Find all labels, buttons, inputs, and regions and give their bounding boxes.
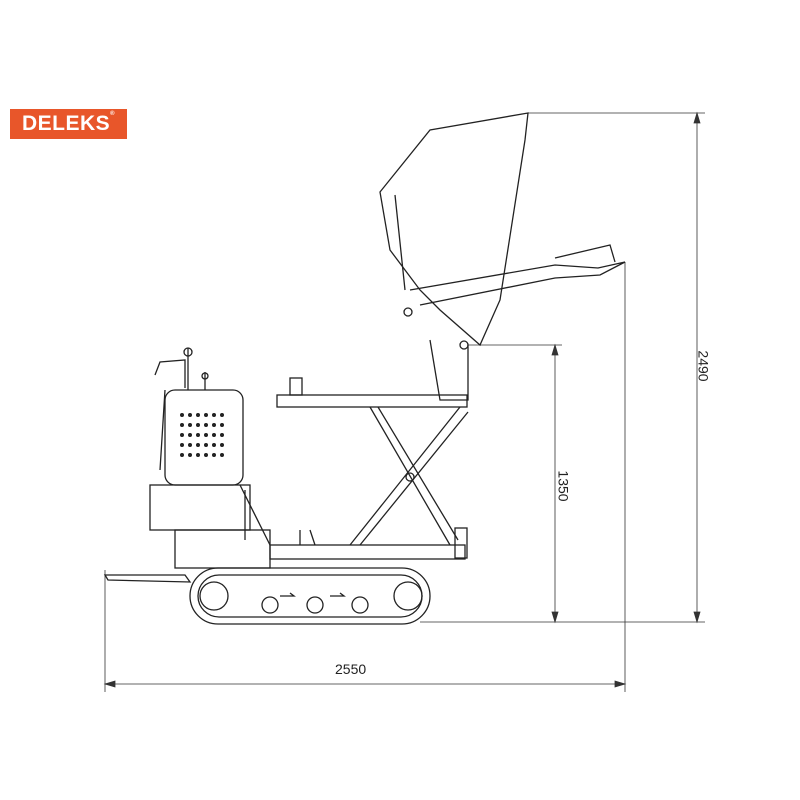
max-height-dimension-label: 2490 [695, 350, 712, 382]
length-dimension-label: 2550 [335, 661, 367, 677]
dimension-lines [103, 111, 705, 692]
dumper-bucket [379, 112, 626, 401]
scissor-lift [276, 377, 469, 546]
deleks-logo: DELEKS® [10, 109, 127, 139]
chassis [174, 527, 468, 569]
front-plate [103, 574, 192, 583]
engine [149, 347, 271, 546]
dump-height-dimension-label: 1350 [555, 470, 572, 502]
crawler-track [189, 567, 431, 625]
logo-registered-mark: ® [110, 111, 116, 117]
logo-text: DELEKS [21, 112, 111, 135]
